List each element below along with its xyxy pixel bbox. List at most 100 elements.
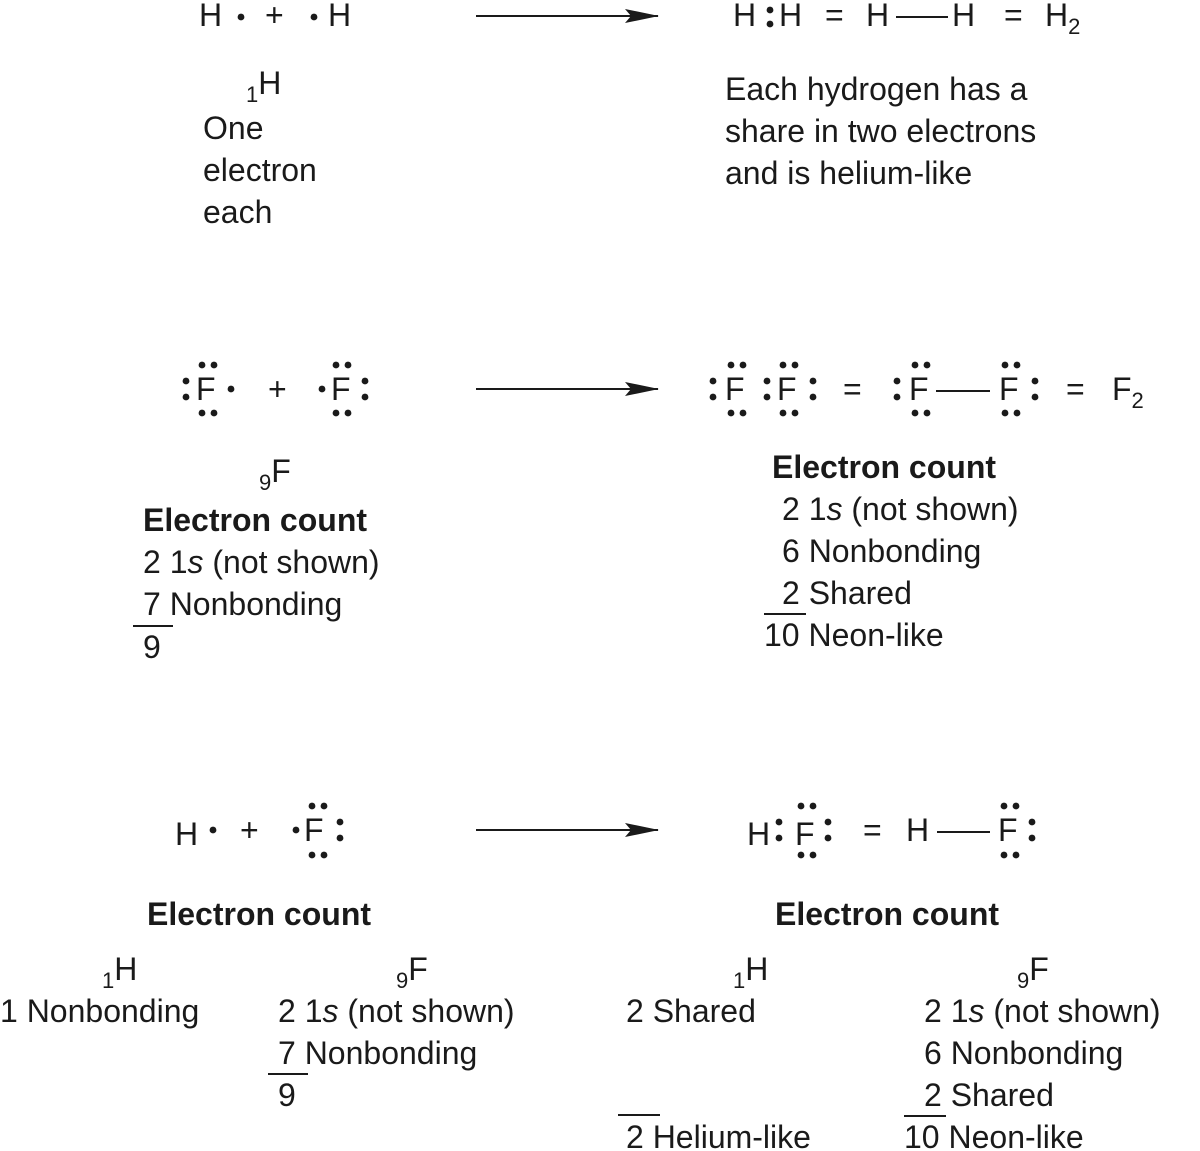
electron-dot: [763, 393, 771, 401]
electron-dot: [763, 377, 771, 385]
h2-product-note-3: and is helium-like: [725, 155, 973, 191]
electron-dot: [709, 393, 717, 401]
hf-product-h-total: 2 Helium-like: [626, 1119, 811, 1151]
electron-dot: [210, 409, 218, 417]
f2-reactant-sum-line: [133, 625, 173, 627]
hf-product-h-sum-line: [618, 1114, 660, 1116]
electron-dot: [1000, 802, 1008, 810]
f2-reactant-count-row2: 7 Nonbonding: [143, 586, 343, 622]
bond-lines: [896, 16, 990, 833]
hf-product-f-sum-line: [904, 1115, 946, 1117]
h2-formula: H2: [1045, 0, 1081, 39]
electron-dot: [182, 393, 190, 401]
f2-product-count-heading: Electron count: [772, 449, 997, 485]
hf-product-count-heading: Electron count: [775, 896, 1000, 932]
electron-dot: [779, 409, 787, 417]
f2-formula: F2: [1112, 371, 1144, 413]
h2-reactant-symbol: 1H: [246, 65, 282, 107]
hf-product-f-row4: 10 Neon-like: [904, 1119, 1084, 1151]
h2-reactant-h2: H: [328, 0, 352, 33]
electron-dot: [320, 851, 328, 859]
h2-plus-sign: +: [265, 0, 284, 33]
hf-product-f-row1: 2 1s (not shown): [924, 993, 1161, 1029]
electron-dot: [320, 802, 328, 810]
h2-equals-2: =: [1004, 0, 1023, 33]
hf-product-f-row3: 2 Shared: [924, 1077, 1054, 1113]
electron-dot: [210, 361, 218, 369]
electron-dot: [308, 802, 316, 810]
hf-reactant-f: F: [304, 812, 324, 848]
hf-plus-sign: +: [240, 812, 259, 848]
hf-reactant-f-row2: 7 Nonbonding: [278, 1035, 478, 1071]
h2-product-note-1: Each hydrogen has a: [725, 71, 1028, 107]
electron-dot: [1000, 851, 1008, 859]
electron-dot: [209, 826, 217, 834]
electron-dot: [361, 393, 369, 401]
f2-reactant-count-row1: 2 1s (not shown): [143, 544, 380, 580]
h2-equals-1: =: [825, 0, 844, 33]
electron-dot: [1028, 834, 1036, 842]
electron-dot: [923, 409, 931, 417]
f2-line-structure-f2: F: [999, 371, 1019, 407]
electron-dot: [727, 409, 735, 417]
electron-dot: [791, 409, 799, 417]
electron-dot: [332, 409, 340, 417]
electron-dot: [766, 6, 774, 14]
f2-equals-2: =: [1066, 371, 1085, 407]
electron-dot: [893, 393, 901, 401]
hf-reactant-h-row1: 1 Nonbonding: [0, 993, 200, 1029]
electron-dot: [318, 385, 326, 393]
electron-dot: [824, 834, 832, 842]
electron-dot: [824, 818, 832, 826]
electron-dot: [766, 20, 774, 28]
hf-line-structure-h: H: [906, 812, 930, 848]
electron-dot: [308, 851, 316, 859]
h2-reactant-h1: H: [199, 0, 223, 33]
h2-product-note-2: share in two electrons: [725, 113, 1037, 149]
h2-product-h-a: H: [733, 0, 757, 33]
electron-dot: [911, 409, 919, 417]
hf-reactant-f-total: 9: [278, 1077, 296, 1113]
electron-dot: [1028, 818, 1036, 826]
h2-line-structure-h1: H: [866, 0, 890, 33]
electron-dot: [198, 409, 206, 417]
electron-dot: [332, 361, 340, 369]
electron-dot: [739, 409, 747, 417]
electron-dot: [809, 802, 817, 810]
electron-dot: [1013, 409, 1021, 417]
electron-dot: [797, 851, 805, 859]
electron-dot: [809, 377, 817, 385]
electron-dot: [344, 409, 352, 417]
hf-line-structure-f: F: [998, 812, 1018, 848]
electron-dot: [775, 818, 783, 826]
hf-product-f-row2: 6 Nonbonding: [924, 1035, 1124, 1071]
electron-dots: [182, 6, 1039, 859]
h2-reactant-note-1: One: [203, 110, 264, 146]
f2-plus-sign: +: [268, 371, 287, 407]
electron-dot: [292, 826, 300, 834]
electron-dot: [182, 377, 190, 385]
f2-reactant-symbol: 9F: [259, 453, 291, 495]
electron-dot: [336, 834, 344, 842]
electron-dot: [344, 361, 352, 369]
electron-dot: [1012, 851, 1020, 859]
f2-product-count-row1: 2 1s (not shown): [782, 491, 1019, 527]
electron-dot: [336, 818, 344, 826]
electron-dot: [1012, 802, 1020, 810]
electron-dot: [198, 361, 206, 369]
electron-dot: [310, 13, 318, 21]
electron-dot: [709, 377, 717, 385]
reaction-arrows: [476, 9, 659, 837]
f2-product-f-a: F: [725, 371, 745, 407]
h2-line-structure-h2: H: [952, 0, 976, 33]
electron-dot: [791, 361, 799, 369]
electron-dot: [775, 834, 783, 842]
hf-reactant-f-row1: 2 1s (not shown): [278, 993, 515, 1029]
f2-product-count-row4: 10 Neon-like: [764, 617, 944, 653]
electron-dot: [1001, 361, 1009, 369]
hf-product-h-symbol: 1H: [733, 951, 769, 993]
hf-product-h: H: [747, 816, 771, 852]
hf-reactant-count-heading: Electron count: [147, 896, 372, 932]
